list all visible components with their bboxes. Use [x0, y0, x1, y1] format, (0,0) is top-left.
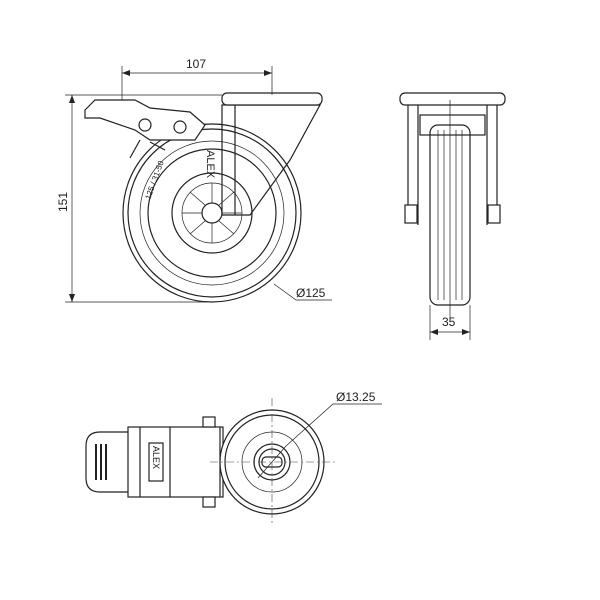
dim-bolt-hole: Ø13.25	[336, 390, 376, 404]
dim-wheel-width: 35	[442, 315, 456, 329]
dim-width: 107	[186, 57, 206, 71]
brand-marking-top: ALEX	[151, 446, 161, 469]
fork-side	[221, 92, 323, 216]
tire-marking: 125 / 31-50	[143, 159, 165, 201]
dim-wheel-diameter: Ø125	[296, 286, 326, 300]
dim-height: 151	[56, 192, 70, 212]
front-view: 35	[399, 92, 506, 340]
side-view: 125 / 31-50 ALEX 107 151 Ø125	[56, 57, 332, 303]
brand-marking-side: ALEX	[204, 150, 216, 179]
brake-lever	[84, 99, 206, 159]
top-view: ALEX Ø13.25	[85, 390, 382, 525]
